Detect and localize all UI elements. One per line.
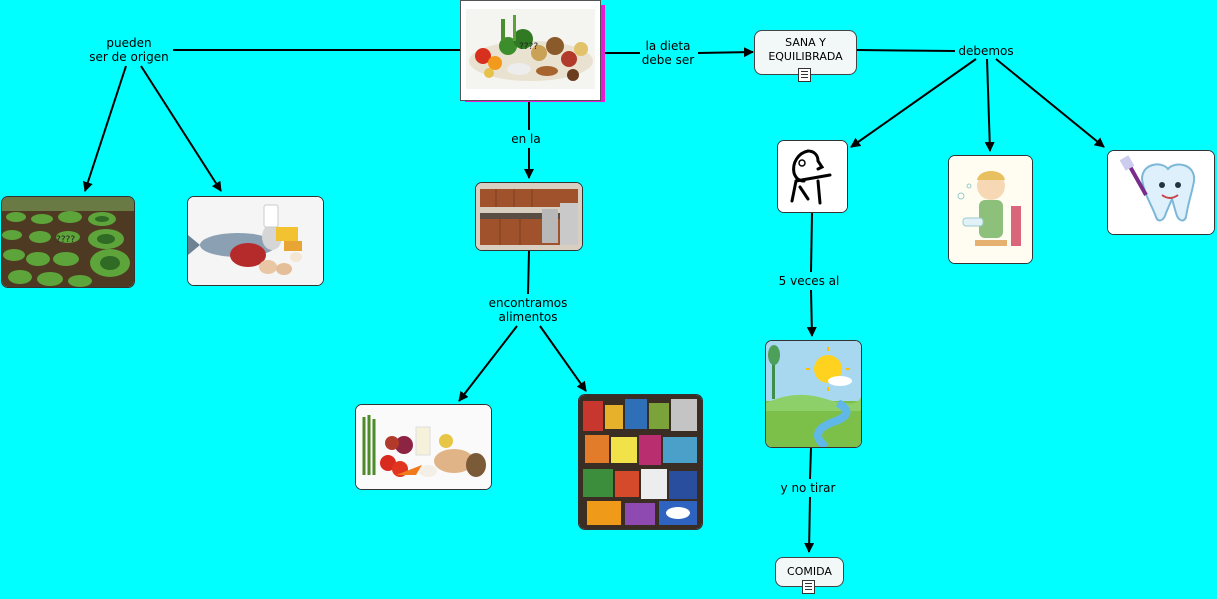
concept-comida-label: COMIDA (787, 565, 832, 578)
daytime-landscape-image (766, 341, 861, 447)
arrow-to-sana (697, 47, 754, 58)
healthy-foods-image (466, 9, 595, 89)
arrow-to-wash (984, 58, 995, 152)
arrow-to-day (806, 289, 817, 337)
label-la-dieta-line2: debe ser (641, 53, 695, 67)
label-la-dieta-line1: la dieta (645, 39, 691, 53)
animal-origin-node[interactable] (187, 196, 324, 286)
arrow-to-animal (140, 65, 222, 192)
line-sana-debemos (856, 49, 956, 52)
label-no-tirar: y no tirar (780, 481, 836, 495)
packaged-food-node[interactable] (578, 394, 703, 530)
arrow-to-vegetables (83, 65, 127, 192)
kitchen-image (476, 183, 582, 250)
label-5-veces: 5 veces al (778, 274, 840, 288)
eating-pictogram-node[interactable] (777, 140, 848, 213)
fish-meat-cheese-image (188, 197, 323, 285)
label-pueden-line2: ser de origen (89, 50, 169, 64)
concept-sana-line2: EQUILIBRADA (768, 50, 843, 63)
label-en-la: en la (511, 132, 541, 146)
arrow-to-comida (804, 496, 815, 553)
eating-pictogram-icon (778, 141, 847, 212)
label-encontramos: encontramos alimentos (489, 296, 568, 324)
line-day-notirar (809, 447, 812, 480)
label-encontramos-line1: encontramos (488, 296, 568, 310)
arrow-to-eat (850, 58, 977, 148)
daytime-node[interactable] (765, 340, 862, 448)
wash-hands-node[interactable] (948, 155, 1033, 264)
arrow-to-packaged (539, 325, 587, 392)
hub-healthy-foods-node[interactable]: ???? (460, 0, 601, 101)
packaged-food-image (579, 395, 702, 529)
label-debemos: debemos (958, 44, 1014, 58)
concept-comida[interactable]: COMIDA (775, 557, 844, 587)
label-la-dieta: la dieta debe ser (642, 39, 694, 67)
label-pueden: pueden ser de origen (89, 36, 168, 64)
label-pueden-line1: pueden (106, 36, 152, 50)
fresh-food-node[interactable] (355, 404, 492, 490)
resource-document-icon[interactable] (798, 68, 811, 82)
concept-sana-line1: SANA Y (785, 36, 826, 49)
hub-image-caption: ???? (519, 42, 539, 52)
child-washing-hands-image (949, 156, 1032, 263)
arrow-to-tooth (995, 58, 1105, 148)
fresh-food-image (356, 405, 491, 489)
vegetables-node[interactable]: ???? (1, 196, 135, 288)
kitchen-node[interactable] (475, 182, 583, 251)
line-kitchen-encontramos (527, 250, 530, 295)
tooth-toothbrush-image (1108, 151, 1214, 234)
resource-document-icon[interactable] (802, 580, 815, 594)
label-encontramos-line2: alimentos (498, 310, 558, 324)
concept-sana-equilibrada[interactable]: SANA Y EQUILIBRADA (754, 30, 857, 75)
line-eat-5veces (810, 212, 813, 273)
arrow-to-fresh (458, 325, 518, 402)
vegetables-image-caption: ???? (56, 235, 76, 245)
tooth-node[interactable] (1107, 150, 1215, 235)
vegetable-field-image (2, 197, 134, 287)
